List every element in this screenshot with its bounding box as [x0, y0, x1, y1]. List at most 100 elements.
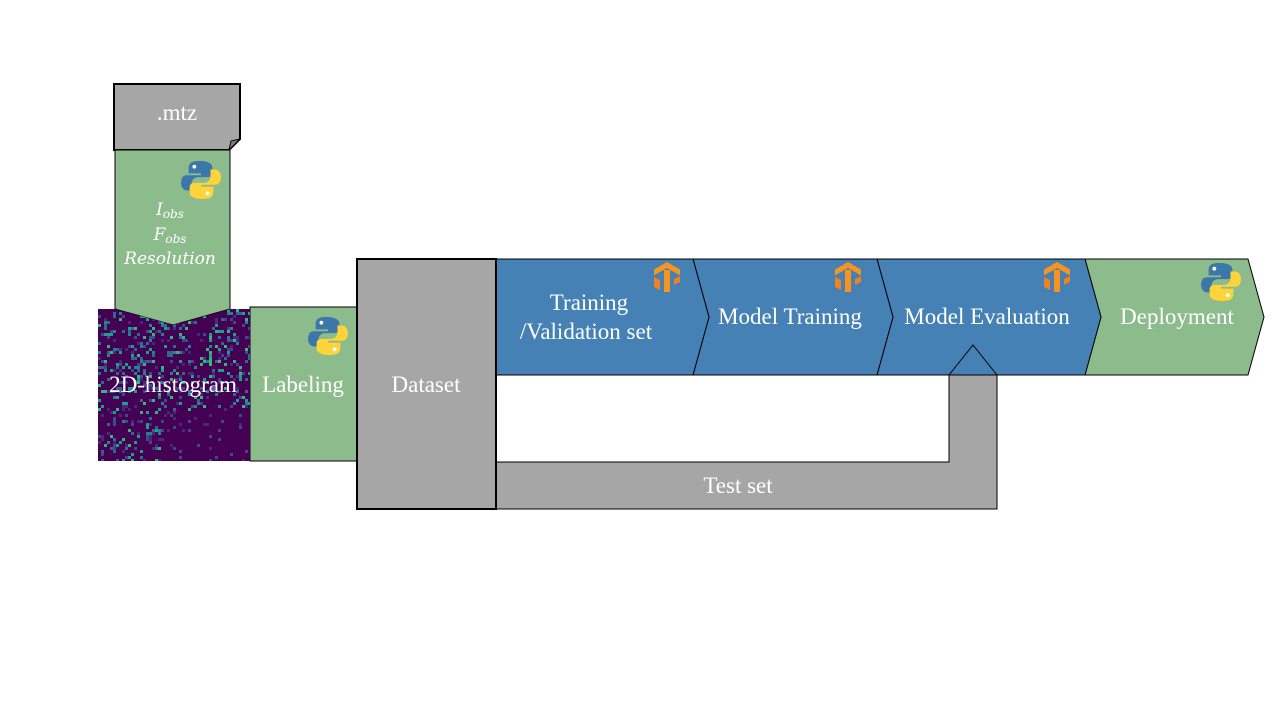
histogram-pixel [161, 429, 164, 432]
histogram-pixel [98, 357, 101, 360]
histogram-pixel [122, 381, 125, 384]
histogram-pixel [209, 363, 212, 366]
histogram-pixel [227, 330, 230, 333]
deployment-label: Deployment [1120, 304, 1234, 329]
histogram-pixel [203, 357, 206, 360]
histogram-pixel [113, 348, 116, 351]
histogram-pixel [149, 360, 152, 363]
histogram-pixel [218, 378, 221, 381]
training-validation-chevron [495, 258, 710, 376]
histogram-pixel [176, 402, 179, 405]
histogram-pixel [230, 312, 233, 315]
histogram-pixel [209, 351, 212, 354]
histogram-pixel [125, 405, 128, 408]
histogram-pixel [227, 327, 230, 330]
histogram-pixel [185, 327, 188, 330]
histogram-pixel [239, 372, 242, 375]
histogram-pixel [248, 327, 250, 330]
histogram-pixel [161, 438, 164, 441]
histogram-pixel [110, 390, 113, 393]
histogram-pixel [149, 375, 152, 378]
histogram-pixel [167, 351, 170, 354]
histogram-pixel [116, 396, 119, 399]
histogram-pixel [98, 324, 101, 327]
histogram-pixel [245, 318, 248, 321]
histogram-pixel [209, 357, 212, 360]
histogram-pixel [104, 327, 107, 330]
histogram-pixel [239, 378, 242, 381]
histogram-pixel [233, 339, 236, 342]
histogram-pixel [197, 399, 200, 402]
histogram-pixel [182, 363, 185, 366]
histogram-pixel [152, 336, 155, 339]
histogram-pixel [149, 423, 152, 426]
histogram-pixel [164, 381, 167, 384]
histogram-pixel [125, 348, 128, 351]
histogram-pixel [182, 339, 185, 342]
histogram-pixel [233, 378, 236, 381]
histogram-pixel [191, 381, 194, 384]
histogram-pixel [236, 339, 239, 342]
histogram-pixel [155, 459, 158, 461]
histogram-pixel [137, 378, 140, 381]
histogram-pixel [119, 318, 122, 321]
histogram-pixel [149, 432, 152, 435]
histogram-pixel [113, 351, 116, 354]
histogram-pixel [140, 378, 143, 381]
histogram-pixel [113, 438, 116, 441]
histogram-pixel [176, 372, 179, 375]
histogram-pixel [137, 354, 140, 357]
histogram-pixel [188, 351, 191, 354]
histogram-pixel [218, 351, 221, 354]
histogram-pixel [185, 339, 188, 342]
histogram-pixel [218, 360, 221, 363]
histogram-pixel [134, 381, 137, 384]
histogram-pixel [140, 399, 143, 402]
histogram-pixel [134, 336, 137, 339]
histogram-pixel [128, 345, 131, 348]
histogram-pixel [128, 429, 131, 432]
histogram-pixel [224, 357, 227, 360]
histogram-pixel [155, 411, 158, 414]
histogram-pixel [134, 372, 137, 375]
histogram-pixel [161, 375, 164, 378]
histogram-pixel [122, 450, 125, 453]
histogram-pixel [107, 390, 110, 393]
histogram-pixel [161, 402, 164, 405]
histogram-pixel [179, 390, 182, 393]
histogram-pixel [218, 369, 221, 372]
histogram-pixel [101, 414, 104, 417]
histogram-pixel [239, 366, 242, 369]
histogram-pixel [170, 372, 173, 375]
histogram-pixel [143, 384, 146, 387]
histogram-pixel [149, 399, 152, 402]
histogram-pixel [245, 321, 248, 324]
histogram-pixel [200, 387, 203, 390]
histogram-pixel [176, 378, 179, 381]
histogram-pixel [98, 366, 101, 369]
histogram-pixel [212, 369, 215, 372]
histogram-pixel [101, 333, 104, 336]
histogram-pixel [113, 315, 116, 318]
histogram-pixel [131, 453, 134, 456]
histogram-pixel [143, 402, 146, 405]
histogram-pixel [131, 423, 134, 426]
histogram-pixel [146, 330, 149, 333]
histogram-pixel [155, 387, 158, 390]
dataset-label: Dataset [392, 372, 462, 397]
histogram-pixel [122, 315, 125, 318]
histogram-pixel [143, 345, 146, 348]
histogram-pixel [245, 348, 248, 351]
histogram-pixel [173, 426, 176, 429]
histogram-pixel [104, 390, 107, 393]
histogram-pixel [110, 330, 113, 333]
histogram-pixel [203, 333, 206, 336]
histogram-pixel [137, 342, 140, 345]
histogram-pixel [122, 402, 125, 405]
histogram-pixel [158, 372, 161, 375]
histogram-pixel [152, 360, 155, 363]
histogram-pixel [197, 444, 200, 447]
histogram-pixel [98, 372, 101, 375]
histogram-pixel [125, 420, 128, 423]
